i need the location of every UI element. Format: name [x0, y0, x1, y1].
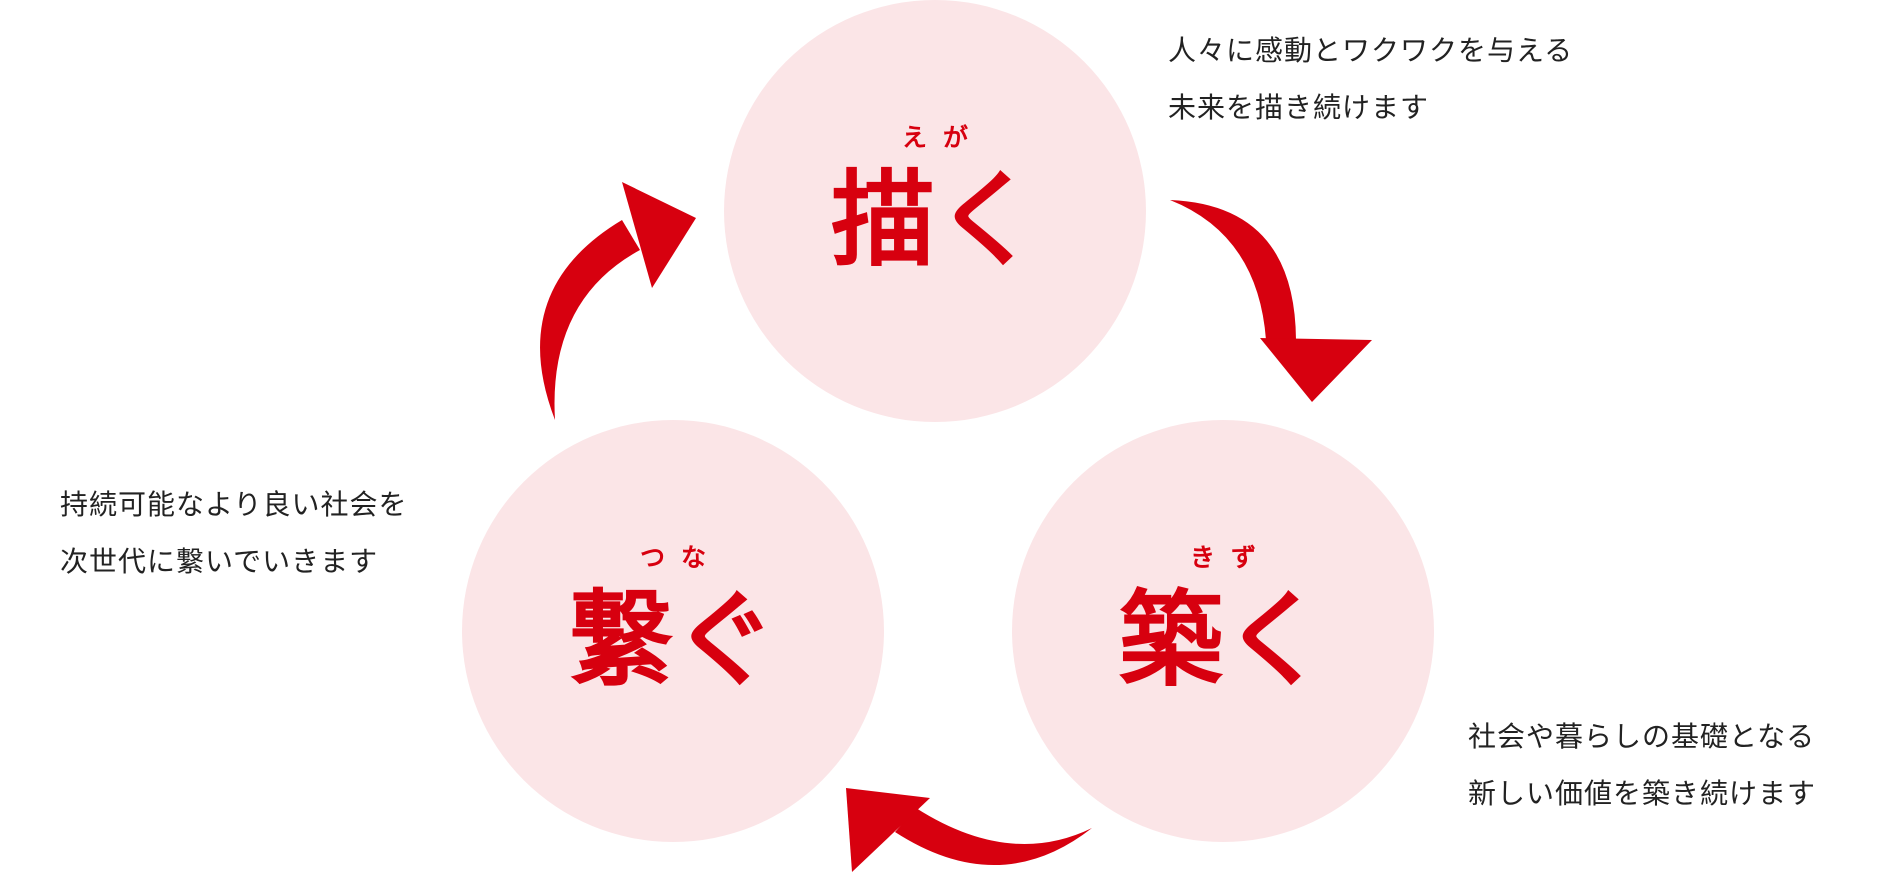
description-line: 社会や暮らしの基礎となる	[1468, 720, 1816, 753]
arrow-build-to-connect-head	[846, 788, 930, 872]
step-ruby-draw: えが	[901, 123, 984, 152]
arrow-connect-to-draw	[540, 220, 640, 420]
arrow-build-to-connect	[895, 808, 1092, 866]
description-line: 新しい価値を築き続けます	[1468, 777, 1817, 810]
step-word-build: 築く	[1118, 579, 1327, 701]
step-circle-connect: つな 繋ぐ	[462, 420, 884, 842]
step-ruby-build: きず	[1189, 543, 1272, 572]
description-line: 人々に感動とワクワクを与える	[1168, 34, 1574, 67]
step-circle-build: きず 築く	[1012, 420, 1434, 842]
arrow-draw-to-build-head	[1260, 338, 1372, 402]
description-line: 持続可能なより良い社会を	[60, 488, 408, 521]
step-description-connect: 持続可能なより良い社会を 次世代に繋いでいきます	[60, 476, 407, 590]
step-word-draw: 描く	[830, 159, 1039, 281]
description-line: 次世代に繋いでいきます	[60, 545, 379, 578]
step-circle-draw: えが 描く	[724, 0, 1146, 422]
arrow-draw-to-build	[1170, 200, 1296, 340]
step-description-draw: 人々に感動とワクワクを与える 未来を描き続けます	[1168, 22, 1573, 136]
step-word-connect: 繋ぐ	[568, 579, 777, 701]
step-ruby-connect: つな	[639, 543, 722, 572]
description-line: 未来を描き続けます	[1168, 91, 1430, 124]
arrow-connect-to-draw-head	[622, 182, 696, 288]
step-description-build: 社会や暮らしの基礎となる 新しい価値を築き続けます	[1468, 708, 1816, 822]
